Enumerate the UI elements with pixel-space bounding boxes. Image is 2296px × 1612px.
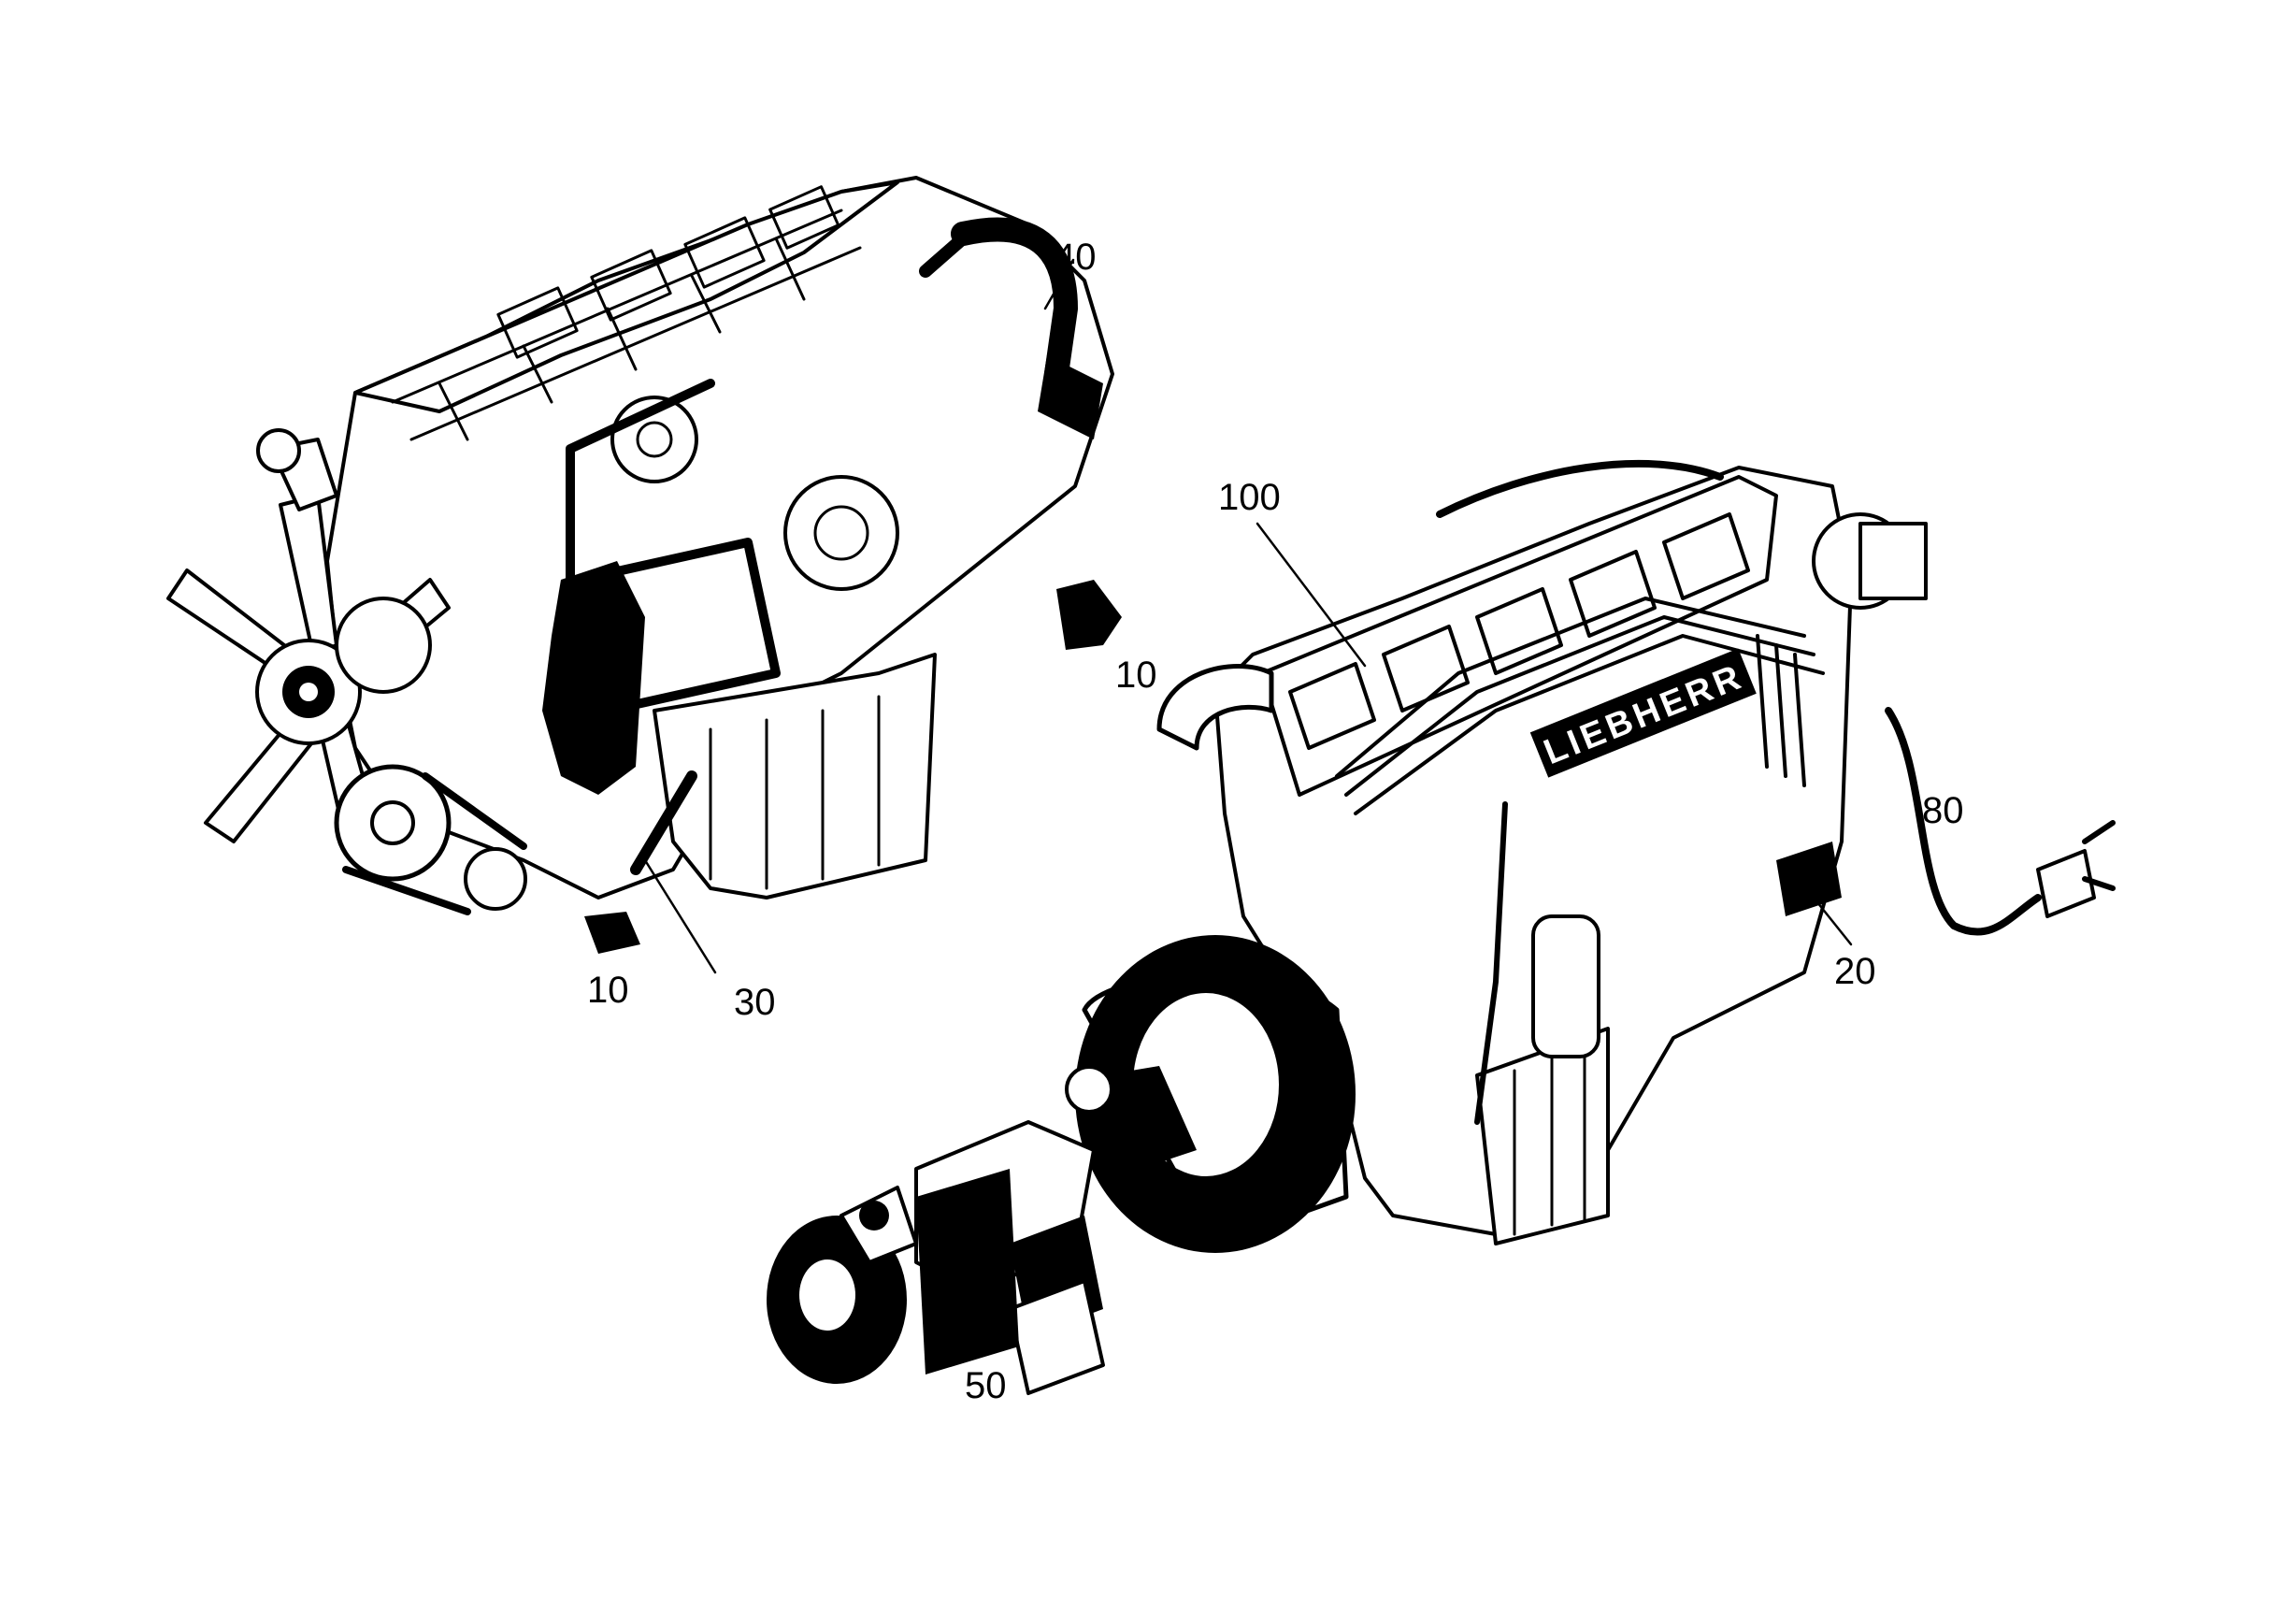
callout-80: 80 xyxy=(1922,790,1964,831)
callout-10-upper: 10 xyxy=(1115,655,1157,696)
callout-50: 50 xyxy=(965,1365,1007,1406)
callout-100: 100 xyxy=(1218,477,1281,518)
callout-20: 20 xyxy=(1834,951,1876,992)
leader-30 xyxy=(643,858,717,974)
leader-20 xyxy=(1812,896,1853,946)
callout-30: 30 xyxy=(734,982,776,1023)
leader-40 xyxy=(1043,258,1075,310)
left-engine-illustration xyxy=(166,176,1122,954)
callout-10-lower: 10 xyxy=(587,970,629,1011)
callout-labels: 40 10 10 30 100 80 20 50 xyxy=(587,237,1964,1406)
leader-lines xyxy=(643,258,1853,974)
callout-40: 40 xyxy=(1055,237,1097,278)
leader-100 xyxy=(1256,522,1367,668)
right-engine-illustration: LIEBHERR xyxy=(767,459,2116,1395)
